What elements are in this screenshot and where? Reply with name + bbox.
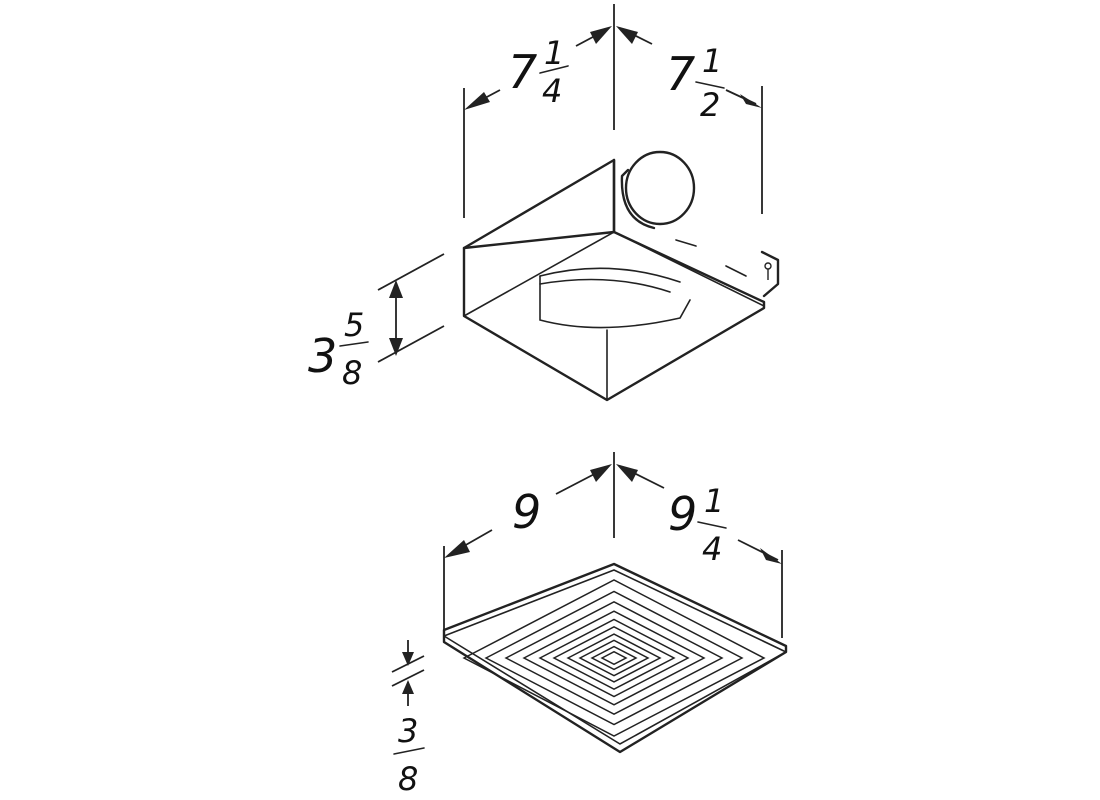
grille-louver-ring xyxy=(484,590,744,726)
dimension-denominator: 8 xyxy=(398,760,418,798)
dimension-denominator: 8 xyxy=(342,354,362,392)
height-extension-top xyxy=(377,253,445,291)
grille-thickness-label: 3 8 xyxy=(393,712,425,798)
dimension-whole: 7 xyxy=(508,45,537,99)
arrowhead xyxy=(402,652,414,666)
dimension-denominator: 4 xyxy=(702,530,722,568)
fraction-bar xyxy=(695,81,725,89)
housing-width-right-label: 7 1 2 xyxy=(666,42,725,124)
housing-height-label: 3 5 8 xyxy=(308,306,369,392)
grille-louver-ring xyxy=(462,579,766,737)
dimension-whole: 3 xyxy=(308,329,337,383)
dimension-numerator: 1 xyxy=(544,34,564,72)
grille-louver-ring xyxy=(566,633,662,683)
dimension-denominator: 4 xyxy=(542,72,562,110)
arrowhead xyxy=(590,464,612,482)
grille-louver-ring xyxy=(504,600,724,716)
arrowhead xyxy=(402,680,414,694)
height-extension-bottom xyxy=(377,325,445,363)
grille-louver-ring xyxy=(538,618,690,698)
housing-top-edge xyxy=(462,230,616,250)
mounting-bracket xyxy=(760,250,780,298)
grille-drawing xyxy=(442,562,788,754)
fraction-bar xyxy=(697,521,727,529)
arrowhead xyxy=(464,92,490,110)
grille-louvers xyxy=(462,579,766,737)
grille-width-left-label: 9 xyxy=(512,485,541,539)
duct-collar-side xyxy=(620,168,656,230)
dimension-denominator: 2 xyxy=(700,86,720,124)
blower-wheel xyxy=(539,275,691,329)
thickness-extension-bottom xyxy=(391,669,425,687)
grille-top-edge xyxy=(443,569,787,653)
duct-collar-face xyxy=(624,150,696,226)
dimension-numerator: 1 xyxy=(704,482,724,520)
fraction-bar xyxy=(393,747,425,755)
housing-width-left-label: 7 1 4 xyxy=(508,34,569,110)
housing-opening-rim xyxy=(463,231,765,317)
arrowhead xyxy=(616,26,638,44)
keyhole-icon xyxy=(764,262,772,270)
grille-louver-ring xyxy=(590,645,638,671)
dimension-whole: 9 xyxy=(512,485,541,539)
arrowhead xyxy=(389,280,403,298)
grille-louver-ring xyxy=(552,625,676,691)
arrowhead xyxy=(389,338,403,356)
arrowhead xyxy=(590,26,612,44)
fan-housing-drawing xyxy=(462,150,780,402)
arrowhead xyxy=(760,548,782,564)
grille-width-right-label: 9 1 4 xyxy=(668,482,727,568)
grille-bottom-edge xyxy=(443,635,787,745)
dimension-whole: 7 xyxy=(666,47,695,101)
fraction-bar xyxy=(339,341,369,347)
damper-dash xyxy=(725,265,747,277)
blower-top-arc xyxy=(539,267,681,283)
arrowhead xyxy=(616,464,638,482)
fraction-bar xyxy=(539,65,569,74)
grille-louver-ring xyxy=(522,610,706,706)
damper-dash xyxy=(675,239,697,247)
dimension-numerator: 3 xyxy=(398,712,418,750)
grille-dimensions xyxy=(391,452,783,706)
blower-mid-arc xyxy=(539,278,671,293)
arrowhead xyxy=(444,540,470,558)
dimension-numerator: 1 xyxy=(702,42,722,80)
arrowhead xyxy=(740,94,762,108)
dimension-numerator: 5 xyxy=(344,306,364,344)
grille-louver-ring xyxy=(600,650,628,666)
dimension-whole: 9 xyxy=(668,487,697,541)
grille-louver-ring xyxy=(578,639,650,677)
housing-dimensions xyxy=(377,4,763,363)
